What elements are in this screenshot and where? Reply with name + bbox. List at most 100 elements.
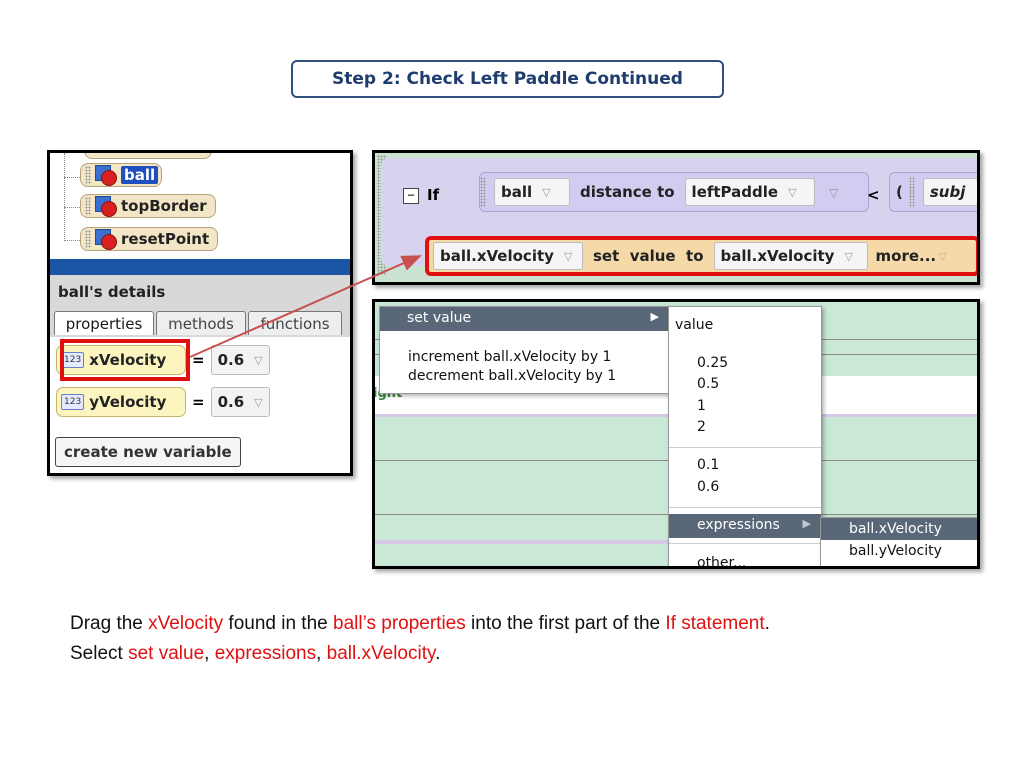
statement-subject-dropdown[interactable]: ball.xVelocity ▽: [433, 242, 583, 270]
equals-sign: =: [192, 351, 205, 369]
drag-grip-icon[interactable]: [85, 166, 91, 184]
tree-branch: [64, 207, 82, 208]
instruction-text: into the first part of the: [465, 613, 666, 634]
tree-item-ball[interactable]: ball: [80, 163, 162, 187]
menu-item-increment[interactable]: increment ball.xVelocity by 1: [408, 349, 612, 365]
drag-grip-icon[interactable]: [85, 197, 91, 215]
instruction-text: ,: [316, 643, 327, 664]
instruction-text: .: [435, 643, 441, 664]
menu-item-ball-xvelocity[interactable]: ball.xVelocity: [821, 518, 977, 540]
subject-label: subj: [929, 183, 966, 201]
submenu-arrow-icon: ▶: [802, 517, 811, 530]
set-value-statement[interactable]: ball.xVelocity ▽ set value to ball.xVelo…: [425, 236, 977, 276]
variable-row-yvelocity: 123 yVelocity = 0.6 ▽: [56, 385, 270, 419]
instruction-highlight: ball’s properties: [333, 613, 466, 634]
menu-item-ball-yvelocity[interactable]: ball.yVelocity: [849, 543, 942, 559]
menu-item-value[interactable]: 0.25: [697, 355, 729, 371]
statement-value-dropdown[interactable]: ball.xVelocity ▽: [713, 242, 868, 270]
menu-item-value[interactable]: 0.5: [697, 376, 720, 392]
details-tabs: properties methods functions: [50, 309, 350, 337]
chevron-down-icon[interactable]: ▽: [829, 186, 839, 200]
chevron-down-icon: ▽: [563, 249, 573, 263]
subject-dropdown[interactable]: ball ▽: [494, 178, 570, 206]
slide-title: Step 2: Check Left Paddle Continued: [291, 60, 724, 98]
chevron-down-icon: ▽: [254, 353, 263, 367]
number-icon: 123: [61, 394, 85, 410]
subject-dropdown[interactable]: subj: [922, 178, 977, 206]
value-header: value: [675, 317, 714, 333]
tree-item-topborder[interactable]: topBorder: [80, 194, 216, 218]
menu-item-label: expressions: [697, 517, 780, 533]
variable-name: yVelocity: [89, 393, 167, 411]
highlight-box: [60, 339, 190, 381]
more-dropdown[interactable]: more...: [875, 247, 937, 265]
target-dropdown[interactable]: leftPaddle ▽: [684, 178, 815, 206]
tree-item-resetpoint[interactable]: resetPoint: [80, 227, 218, 251]
if-keyword: If: [427, 186, 440, 204]
create-new-variable-button[interactable]: create new variable: [55, 437, 241, 467]
expressions-submenu: ball.xVelocity ball.yVelocity: [820, 517, 977, 566]
menu-item-value[interactable]: 0.6: [697, 479, 720, 495]
menu-item-decrement[interactable]: decrement ball.xVelocity by 1: [408, 368, 617, 384]
distance-to-label: distance to: [580, 183, 675, 201]
menu-item-label: ball.xVelocity: [849, 521, 942, 537]
instruction-text: Select: [70, 643, 129, 664]
tree-item-partial[interactable]: [84, 153, 212, 159]
instruction-highlight: ball.xVelocity: [326, 643, 436, 664]
drag-grip-icon[interactable]: [85, 230, 91, 248]
instruction-text: .: [764, 613, 770, 634]
variable-value: 0.6: [217, 393, 245, 411]
right-operand-block[interactable]: ( subj: [889, 172, 977, 212]
chevron-down-icon[interactable]: ▽: [938, 249, 947, 263]
tab-properties[interactable]: properties: [54, 311, 154, 335]
variable-name: xVelocity: [89, 351, 167, 369]
paren-label: (: [896, 183, 903, 201]
object-tree-panel: ball topBorder resetPoint ball's details…: [47, 150, 353, 476]
details-header: ball's details: [50, 275, 350, 309]
statement-value-label: ball.xVelocity: [720, 247, 835, 265]
variable-value: 0.6: [217, 351, 245, 369]
instruction-text: found in the: [223, 613, 334, 634]
menu-item-value[interactable]: 0.1: [697, 457, 720, 473]
target-label: leftPaddle: [691, 183, 779, 201]
panel-divider[interactable]: [50, 259, 350, 275]
menu-item-value[interactable]: 1: [697, 398, 706, 414]
instruction-text: ,: [204, 643, 215, 664]
variable-tile-xvelocity[interactable]: 123 xVelocity: [56, 345, 186, 375]
set-value-to-label: set value to: [593, 247, 704, 265]
menu-item-label: set value: [407, 310, 472, 326]
condition-block[interactable]: ball ▽ distance to leftPaddle ▽: [479, 172, 869, 212]
subject-label: ball: [501, 183, 533, 201]
chevron-down-icon: ▽: [254, 395, 263, 409]
chevron-down-icon: ▽: [788, 185, 797, 199]
tree-item-label: topBorder: [121, 197, 207, 215]
menu-item-value[interactable]: 2: [697, 419, 706, 435]
variable-value-dropdown[interactable]: 0.6 ▽: [210, 345, 270, 375]
instruction-highlight: expressions: [214, 643, 317, 664]
chevron-down-icon: ▽: [542, 185, 551, 199]
set-value-menu: set value ▶ increment ball.xVelocity by …: [379, 306, 670, 394]
drag-grip-icon[interactable]: [480, 177, 486, 207]
less-than-operator[interactable]: <: [867, 186, 880, 204]
tree-branch: [64, 240, 82, 241]
menu-item-expressions[interactable]: expressions ▶: [669, 514, 821, 538]
drag-grip-icon[interactable]: [908, 177, 915, 207]
menu-item-other[interactable]: other...: [697, 555, 747, 569]
ball-object-icon: [95, 196, 117, 217]
code-editor-panel: − If ball ▽ distance to leftPaddle ▽ ▽ <…: [372, 150, 980, 285]
instruction-highlight: set value: [128, 643, 205, 664]
tab-methods[interactable]: methods: [156, 311, 246, 335]
menu-item-set-value[interactable]: set value ▶: [380, 307, 669, 331]
variable-value-dropdown[interactable]: 0.6 ▽: [210, 387, 270, 417]
variable-tile-yvelocity[interactable]: 123 yVelocity: [56, 387, 186, 417]
ball-object-icon: [95, 165, 117, 186]
tree-branch: [64, 177, 82, 178]
chevron-down-icon: ▽: [844, 249, 853, 263]
statement-subject-label: ball.xVelocity: [440, 247, 554, 265]
tab-functions[interactable]: functions: [248, 311, 342, 335]
instruction-highlight: If statement: [665, 613, 765, 634]
ball-object-icon: [95, 229, 117, 250]
instructions: Drag the xVelocity found in the ball’s p…: [70, 609, 970, 669]
collapse-icon[interactable]: −: [403, 188, 419, 204]
tree-item-label: ball: [121, 166, 159, 184]
